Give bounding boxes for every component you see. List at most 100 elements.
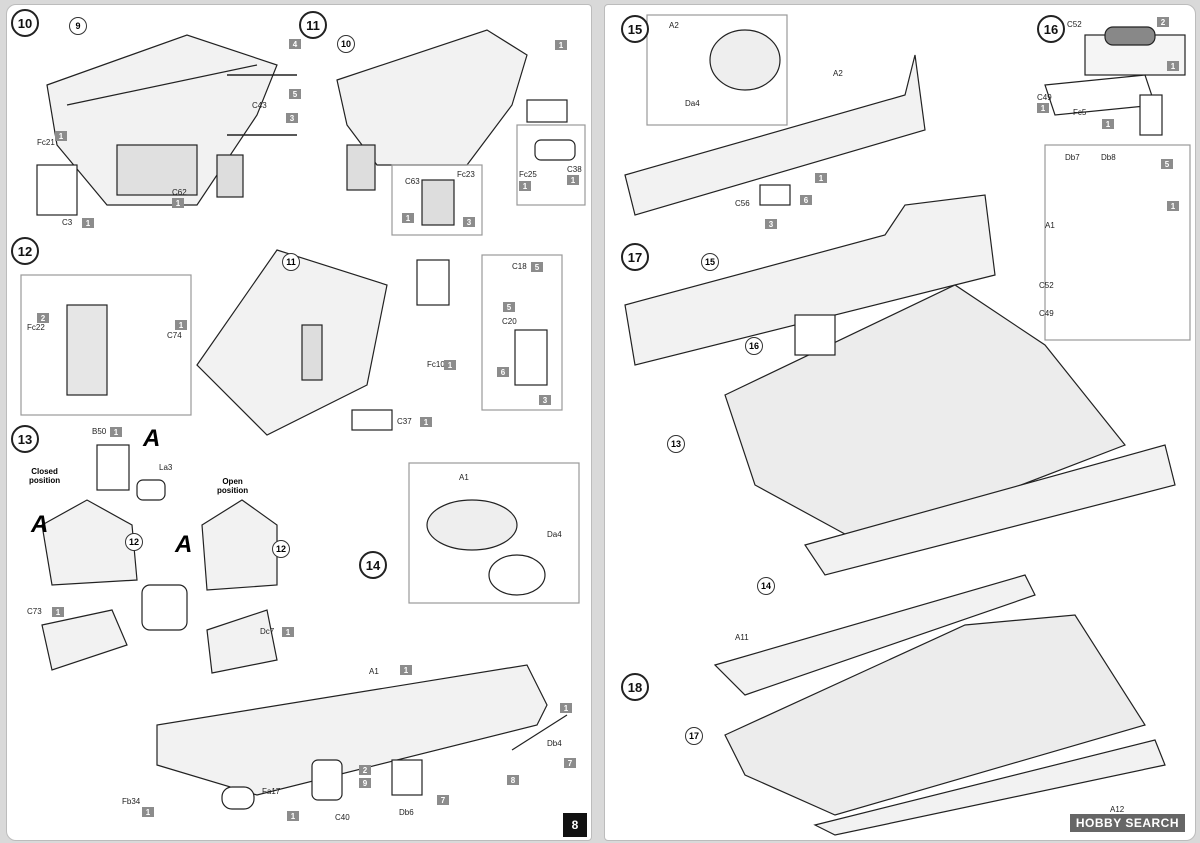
part-label: Dc7: [260, 627, 275, 636]
part-label: Db7: [1065, 153, 1080, 162]
part-label: Da4: [685, 99, 700, 108]
step-number-14: 14: [359, 551, 387, 579]
part-label: C49: [1039, 309, 1054, 318]
ref-circle-14: 14: [757, 577, 775, 595]
step18-hull-drawing: [713, 574, 1166, 836]
step17-hull-drawing: [624, 144, 1191, 576]
quantity-badge: 1: [444, 360, 456, 370]
quantity-badge: 9: [359, 778, 371, 788]
step-number-17: 17: [621, 243, 649, 271]
instruction-page-left: 10 11 12 13 14 9 10 11 12 12 Fc21 C3 C43…: [6, 4, 592, 841]
marker-a-open: A: [175, 531, 193, 558]
quantity-badge: 1: [1167, 201, 1179, 211]
part-label: Fc5: [1073, 108, 1087, 117]
step-number-16: 16: [1037, 15, 1065, 43]
part-label: C18: [512, 262, 527, 271]
part-label: A12: [1110, 805, 1125, 814]
quantity-badge: 1: [82, 218, 94, 228]
quantity-badge: 1: [560, 703, 572, 713]
quantity-badge: 4: [289, 39, 301, 49]
step12-interior-drawing: [20, 249, 563, 436]
part-label: C63: [405, 177, 420, 186]
quantity-badge: 6: [497, 367, 509, 377]
part-label: A11: [735, 633, 749, 642]
step-number-11: 11: [299, 11, 327, 39]
quantity-badge: 3: [765, 219, 777, 229]
quantity-badge: 7: [564, 758, 576, 768]
quantity-badge: 3: [286, 113, 298, 123]
step16-seat-drawing: [1044, 26, 1186, 136]
marker-a: A: [143, 425, 161, 452]
quantity-badge: 1: [142, 807, 154, 817]
step14-side-panel-drawing: [156, 462, 580, 810]
quantity-badge: 1: [400, 665, 412, 675]
step11-interior-drawing: [336, 29, 586, 236]
quantity-badge: 8: [507, 775, 519, 785]
part-label: Db8: [1101, 153, 1116, 162]
part-label: Fc25: [519, 170, 537, 179]
open-position-label: Open position: [217, 477, 249, 495]
part-label: C3: [62, 218, 73, 227]
quantity-badge: 1: [1167, 61, 1179, 71]
instruction-page-right: 15 16 17 18 15 16 13 14 17 A2 Da4 A2 C56…: [604, 4, 1196, 841]
quantity-badge: 7: [437, 795, 449, 805]
quantity-badge: 5: [531, 262, 543, 272]
ref-circle-12-open: 12: [272, 540, 290, 558]
part-label: C52: [1067, 20, 1082, 29]
quantity-badge: 3: [539, 395, 551, 405]
part-label: C43: [252, 101, 267, 110]
quantity-badge: 2: [1157, 17, 1169, 27]
quantity-badge: 1: [1102, 119, 1114, 129]
part-label: C40: [335, 813, 350, 822]
quantity-badge: 1: [420, 417, 432, 427]
quantity-badge: 1: [110, 427, 122, 437]
part-label: C37: [397, 417, 412, 426]
quantity-badge: 1: [55, 131, 67, 141]
quantity-badge: 1: [172, 198, 184, 208]
quantity-badge: 1: [175, 320, 187, 330]
part-label: A1: [1045, 221, 1055, 230]
ref-circle-15: 15: [701, 253, 719, 271]
part-label: Fc23: [457, 170, 475, 179]
ref-circle-9: 9: [69, 17, 87, 35]
part-label: Fc21: [37, 138, 55, 147]
part-label: A1: [459, 473, 469, 482]
quantity-badge: 1: [519, 181, 531, 191]
part-label: Fb34: [122, 797, 141, 806]
left-page-drawings: [20, 29, 586, 810]
step-number-10: 10: [11, 9, 39, 37]
part-label: C52: [1039, 281, 1054, 290]
quantity-badge: 1: [567, 175, 579, 185]
closed-position-label: Closed position: [29, 467, 61, 485]
part-label: A2: [833, 69, 843, 78]
quantity-badge: 1: [1037, 103, 1049, 113]
part-label: Db6: [399, 808, 414, 817]
step-number-12: 12: [11, 237, 39, 265]
part-label: B50: [92, 427, 107, 436]
quantity-badge: 5: [289, 89, 301, 99]
quantity-badge: 2: [37, 313, 49, 323]
quantity-badge: 1: [52, 607, 64, 617]
step13-hatch-drawing: [41, 444, 278, 674]
part-label: Fa17: [262, 787, 281, 796]
quantity-badge: 6: [800, 195, 812, 205]
step15-side-panel-drawing: [624, 14, 926, 216]
ref-circle-13: 13: [667, 435, 685, 453]
quantity-badge: 2: [359, 765, 371, 775]
part-label: A2: [669, 21, 679, 30]
watermark: HOBBY SEARCH: [1069, 814, 1185, 832]
ref-circle-11: 11: [282, 253, 300, 271]
part-label: C74: [167, 331, 182, 340]
part-label: Db4: [547, 739, 562, 748]
part-label: A1: [369, 667, 379, 676]
part-label: C20: [502, 317, 517, 326]
ref-circle-16: 16: [745, 337, 763, 355]
part-label: C56: [735, 199, 750, 208]
right-page-drawings: [624, 14, 1191, 836]
ref-circle-17: 17: [685, 727, 703, 745]
quantity-badge: 1: [287, 811, 299, 821]
step-number-13: 13: [11, 425, 39, 453]
part-label: C49: [1037, 93, 1052, 102]
part-label: Fc10: [427, 360, 445, 369]
quantity-badge: 3: [463, 217, 475, 227]
